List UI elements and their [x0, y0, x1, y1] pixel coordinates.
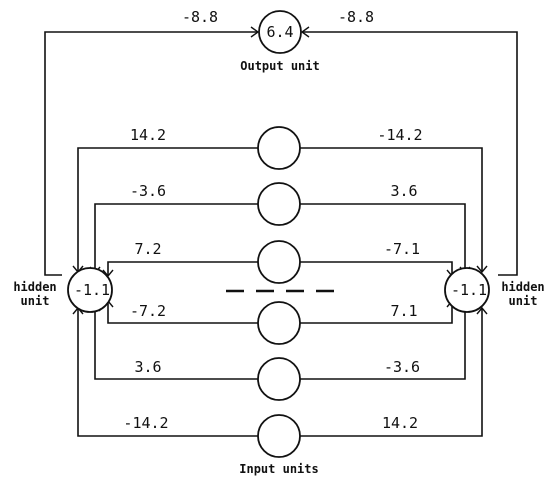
hidden-unit-right-label-line2: unit [509, 294, 538, 308]
left-hidden-to-output-wire [44, 31, 258, 276]
input-weight-5-right: -3.6 [384, 358, 420, 376]
input-wire-3-right [300, 261, 453, 275]
input-wire-6-right [300, 308, 483, 437]
input-weight-4-left: -7.2 [130, 302, 166, 320]
input-weight-6-right: 14.2 [382, 414, 418, 432]
input-units-label: Input units [239, 462, 318, 476]
input-weight-2-right: 3.6 [390, 182, 417, 200]
input-unit-2 [257, 182, 301, 226]
hidden-unit-left-label-line2: unit [21, 294, 50, 308]
input-wire-4-left [107, 302, 258, 324]
input-weight-4-right: 7.1 [390, 302, 417, 320]
weight-labels: -8.8 -8.8 14.2 -14.2 -3.6 3.6 7.2 -7.1 -… [123, 8, 422, 432]
output-connections [44, 26, 518, 276]
input-connections [77, 147, 483, 437]
input-units: Input units [239, 126, 319, 476]
input-wire-1-right [300, 147, 483, 272]
hidden-unit-left-circle [67, 267, 113, 313]
input-weight-6-left: -14.2 [123, 414, 168, 432]
input-weight-3-left: 7.2 [134, 240, 161, 258]
input-wire-4-right [300, 302, 453, 324]
hidden-unit-right: -1.1 hidden unit [444, 267, 545, 313]
input-weight-1-left: 14.2 [130, 126, 166, 144]
hidden-unit-left-value: -1.1 [74, 281, 110, 299]
hidden-unit-right-circle [444, 267, 490, 313]
input-wire-5-left [94, 306, 258, 380]
input-weight-5-left: 3.6 [134, 358, 161, 376]
output-unit-value: 6.4 [266, 23, 293, 41]
input-unit-3 [257, 240, 301, 284]
input-wire-3-left [107, 261, 258, 275]
arrow-in-1-right [476, 265, 488, 274]
output-arrow-left [250, 26, 260, 38]
input-unit-5 [257, 357, 301, 401]
input-weight-1-right: -14.2 [377, 126, 422, 144]
output-unit-label: Output unit [240, 59, 319, 73]
output-weight-left: -8.8 [182, 8, 218, 26]
input-unit-4 [257, 301, 301, 345]
output-arrow-right [300, 26, 310, 38]
input-wire-5-right [300, 306, 466, 380]
input-wire-1-left [77, 147, 258, 272]
input-wire-2-right [300, 203, 466, 273]
input-wire-6-left [77, 308, 258, 437]
hidden-unit-left: -1.1 hidden unit [13, 267, 113, 313]
hidden-unit-left-label-line1: hidden [13, 280, 56, 294]
input-weight-2-left: -3.6 [130, 182, 166, 200]
input-weight-3-right: -7.1 [384, 240, 420, 258]
output-unit: 6.4 Output unit [240, 10, 320, 73]
input-unit-1 [257, 126, 301, 170]
right-hidden-to-output-wire [302, 31, 518, 276]
hidden-unit-right-label-line1: hidden [501, 280, 544, 294]
input-unit-6 [257, 414, 301, 458]
arrow-in-6-right [476, 306, 488, 315]
hidden-unit-right-value: -1.1 [451, 281, 487, 299]
input-wire-2-left [94, 203, 258, 273]
output-weight-right: -8.8 [338, 8, 374, 26]
output-unit-circle [258, 10, 302, 54]
